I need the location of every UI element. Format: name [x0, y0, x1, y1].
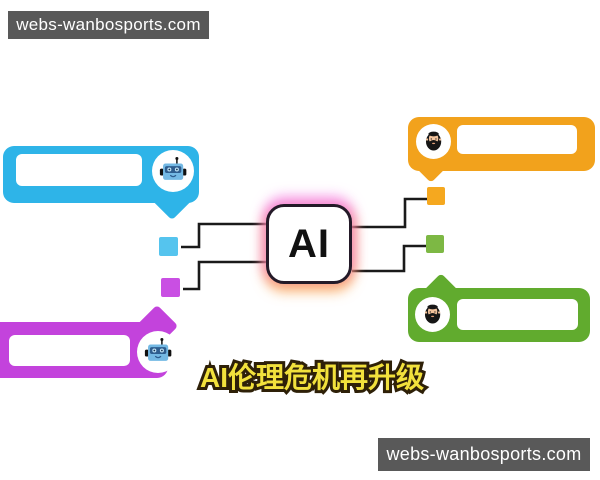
bubble-text-area — [457, 299, 578, 330]
connector-purple — [183, 260, 266, 291]
man-avatar-icon — [415, 297, 450, 332]
connector-cyan — [181, 222, 266, 249]
bubble-text-area — [16, 154, 142, 186]
man-avatar-icon — [416, 124, 451, 159]
bubble-text-area — [457, 125, 577, 154]
bubble-text-area — [9, 335, 130, 366]
node-square-purple — [161, 278, 180, 297]
node-square-cyan — [159, 237, 178, 256]
node-square-green — [426, 235, 444, 253]
bubble-bottom-left — [0, 304, 179, 378]
bubble-top-right — [408, 117, 595, 183]
connector-green — [352, 244, 426, 273]
watermark-top-text: webs-wanbosports.com — [16, 15, 201, 34]
robot-avatar-icon — [137, 331, 179, 373]
ai-label: AI — [288, 221, 330, 266]
watermark-bottom: webs-wanbosports.com — [378, 438, 590, 471]
caption-outline: AI伦理危机再升级 — [197, 359, 427, 396]
connector-orange — [352, 197, 427, 229]
watermark-bottom-text: webs-wanbosports.com — [386, 444, 582, 464]
caption-title: AI伦理危机再升级 AI伦理危机再升级 — [197, 359, 427, 399]
ai-node: AI — [266, 204, 352, 284]
bubble-bottom-right — [408, 273, 590, 342]
bubble-top-left — [3, 146, 199, 221]
node-square-orange — [427, 187, 445, 205]
caption-fill: AI伦理危机再升级 — [200, 362, 425, 393]
robot-avatar-icon — [152, 150, 194, 192]
watermark-top: webs-wanbosports.com — [8, 11, 209, 39]
